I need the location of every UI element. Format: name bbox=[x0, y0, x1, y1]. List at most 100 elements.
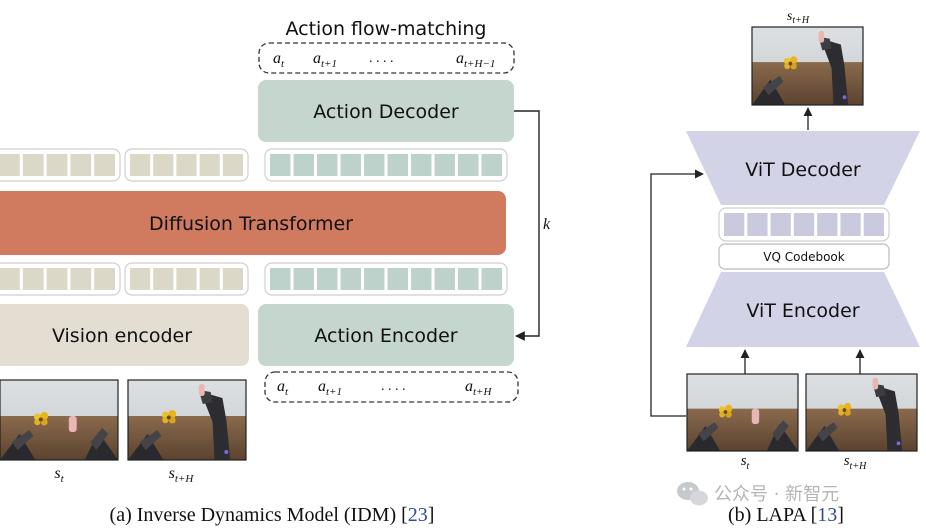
token-cell bbox=[130, 154, 151, 176]
frame-stH-image-right bbox=[805, 373, 918, 452]
vq-token-row bbox=[718, 207, 890, 242]
vision-encoder-label: Vision encoder bbox=[52, 325, 192, 347]
token-cell bbox=[481, 268, 502, 290]
bottom-action-sequence-box bbox=[264, 371, 519, 403]
token-cell bbox=[434, 268, 455, 290]
token-row-below-transformer bbox=[0, 262, 508, 296]
frame-st-label: st bbox=[54, 465, 64, 485]
token-cell bbox=[317, 268, 338, 290]
vit-encoder-block bbox=[686, 272, 920, 347]
frame-st-label-right: st bbox=[741, 453, 750, 472]
top-action-dots: . . . . bbox=[369, 51, 394, 66]
vq-token-group bbox=[718, 207, 890, 242]
token-cell bbox=[293, 268, 314, 290]
diffusion-transformer-label: Diffusion Transformer bbox=[149, 213, 353, 235]
token-cell bbox=[863, 213, 884, 236]
frame-stH-image bbox=[127, 379, 247, 461]
vision-token-group-b bbox=[124, 262, 249, 296]
top-action-sequence-box bbox=[258, 42, 515, 74]
token-cell bbox=[793, 213, 815, 236]
top-action-t: at bbox=[273, 50, 285, 70]
token-cell bbox=[176, 268, 197, 290]
token-cell bbox=[22, 268, 44, 290]
token-cell bbox=[130, 268, 151, 290]
token-cell bbox=[411, 268, 432, 290]
vit-decoder-block bbox=[686, 131, 920, 205]
action-encoder-label: Action Encoder bbox=[314, 325, 457, 347]
token-row-above-transformer bbox=[0, 148, 508, 182]
token-cell bbox=[94, 154, 115, 176]
caption-left-ref[interactable]: 23 bbox=[408, 504, 428, 526]
token-cell bbox=[199, 154, 220, 176]
vision-encoder-block bbox=[0, 304, 249, 366]
token-cell bbox=[70, 268, 92, 290]
bottom-action-t1: at+1 bbox=[318, 378, 342, 398]
token-cell bbox=[840, 213, 861, 236]
token-cell bbox=[70, 154, 92, 176]
token-cell bbox=[458, 154, 479, 176]
token-cell bbox=[724, 213, 745, 236]
top-action-t1: at+1 bbox=[313, 50, 337, 70]
token-cell bbox=[387, 268, 408, 290]
token-cell bbox=[340, 268, 361, 290]
frame-stH-label: st+H bbox=[169, 465, 195, 485]
token-cell bbox=[0, 154, 20, 176]
token-cell bbox=[270, 154, 291, 176]
vit-encoder-label: ViT Encoder bbox=[746, 300, 859, 322]
token-cell bbox=[0, 268, 20, 290]
wechat-icon bbox=[677, 482, 708, 506]
token-cell bbox=[481, 154, 502, 176]
vq-codebook-label: VQ Codebook bbox=[763, 250, 844, 264]
frame-stH-label-right: st+H bbox=[844, 453, 867, 472]
token-cell bbox=[458, 268, 479, 290]
vit-decoder-label: ViT Decoder bbox=[745, 159, 861, 181]
action-decoder-label: Action Decoder bbox=[313, 101, 459, 123]
token-cell bbox=[340, 154, 361, 176]
token-cell bbox=[387, 154, 408, 176]
diffusion-transformer-block bbox=[0, 191, 506, 255]
loop-arrow-k bbox=[514, 110, 540, 341]
action-token-group bbox=[264, 262, 508, 296]
token-cell bbox=[222, 154, 243, 176]
token-cell bbox=[770, 213, 791, 236]
token-cell bbox=[222, 268, 243, 290]
action-token-group bbox=[264, 148, 508, 182]
token-cell bbox=[411, 154, 432, 176]
watermark: 公众号 · 新智元 bbox=[677, 482, 839, 506]
caption-right-ref[interactable]: 13 bbox=[817, 504, 837, 526]
vision-token-group-b bbox=[124, 148, 249, 182]
token-cell bbox=[199, 268, 220, 290]
vq-codebook-box bbox=[718, 243, 890, 270]
token-cell bbox=[434, 154, 455, 176]
token-cell bbox=[94, 268, 115, 290]
action-flow-matching-title: Action flow-matching bbox=[285, 18, 486, 40]
top-frame-stH-label: st+H bbox=[787, 9, 810, 26]
token-cell bbox=[153, 268, 174, 290]
vision-token-group-a bbox=[0, 148, 121, 182]
token-cell bbox=[22, 154, 44, 176]
token-cell bbox=[747, 213, 768, 236]
token-cell bbox=[293, 154, 314, 176]
token-cell bbox=[364, 154, 385, 176]
bottom-action-t: at bbox=[277, 378, 289, 398]
action-decoder-block bbox=[258, 80, 514, 142]
loop-label-k: k bbox=[543, 216, 551, 233]
caption-left: (a) Inverse Dynamics Model (IDM) [23] bbox=[110, 504, 435, 526]
token-cell bbox=[317, 154, 338, 176]
frame-st-image-right bbox=[686, 373, 799, 452]
action-encoder-block bbox=[258, 304, 514, 366]
top-frame-stH-image bbox=[751, 26, 864, 106]
token-cell bbox=[153, 154, 174, 176]
bottom-action-dots: . . . . bbox=[381, 379, 406, 394]
top-action-tH1: at+H−1 bbox=[456, 50, 495, 70]
token-cell bbox=[364, 268, 385, 290]
token-cell bbox=[176, 154, 197, 176]
bottom-action-tH: at+H bbox=[465, 378, 492, 398]
token-cell bbox=[46, 154, 68, 176]
frame-st-image bbox=[0, 379, 119, 461]
caption-right: (b) LAPA [13] bbox=[728, 504, 844, 526]
token-cell bbox=[817, 213, 838, 236]
token-cell bbox=[270, 268, 291, 290]
